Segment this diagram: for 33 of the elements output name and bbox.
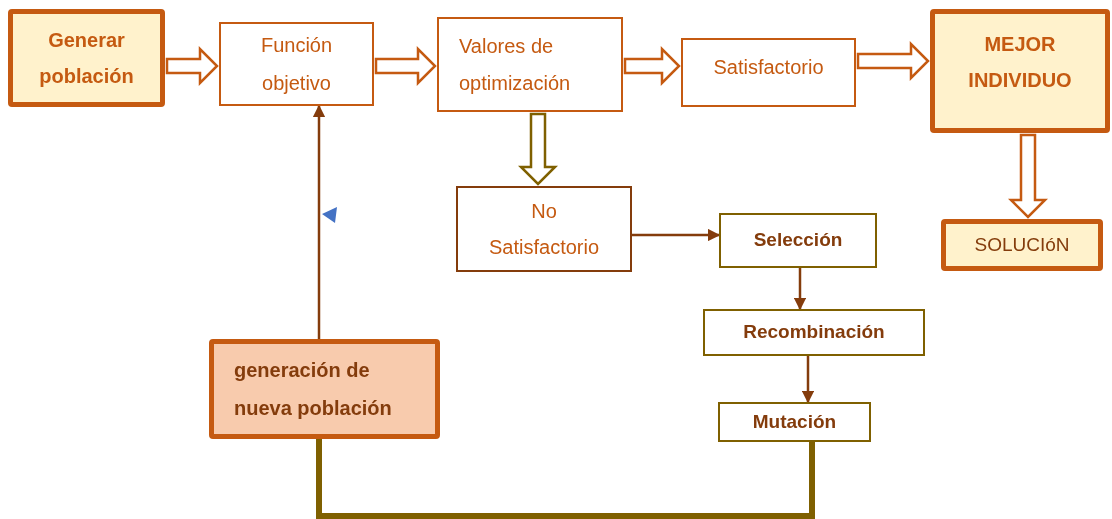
process-box — [703, 309, 925, 356]
arrow — [632, 228, 721, 242]
box-label: SOLUCIóN — [974, 232, 1070, 257]
box-label: Valores de optimización — [458, 33, 572, 96]
process-box — [681, 38, 856, 107]
arrow — [801, 356, 815, 404]
feedback-box — [209, 339, 440, 439]
box-label: Generar población — [38, 28, 135, 89]
block-arrow — [623, 46, 681, 86]
process-box — [437, 17, 623, 112]
box-label: MEJOR INDIVIDUO — [967, 32, 1073, 93]
box-label: Función objetivo — [259, 33, 334, 96]
solution-box — [941, 219, 1103, 271]
box-label: Selección — [753, 228, 843, 253]
start-box — [8, 9, 165, 107]
block-arrow — [374, 46, 437, 86]
box-label: Recombinación — [743, 320, 885, 345]
connector-line — [316, 439, 815, 519]
box-label: generación de nueva población — [234, 358, 393, 421]
box-label: Satisfactorio — [713, 55, 824, 80]
block-arrow — [856, 41, 930, 81]
process-box — [219, 22, 374, 106]
process-box — [718, 402, 871, 442]
box-label: Mutación — [752, 409, 837, 434]
arrow — [312, 104, 326, 339]
process-box — [456, 186, 632, 272]
block-arrow — [1008, 133, 1048, 219]
box-label: No Satisfactorio — [488, 199, 601, 260]
block-arrow — [518, 112, 558, 186]
block-arrow — [165, 46, 219, 86]
arrow — [793, 268, 807, 311]
result-box — [930, 9, 1110, 133]
process-box — [719, 213, 877, 268]
